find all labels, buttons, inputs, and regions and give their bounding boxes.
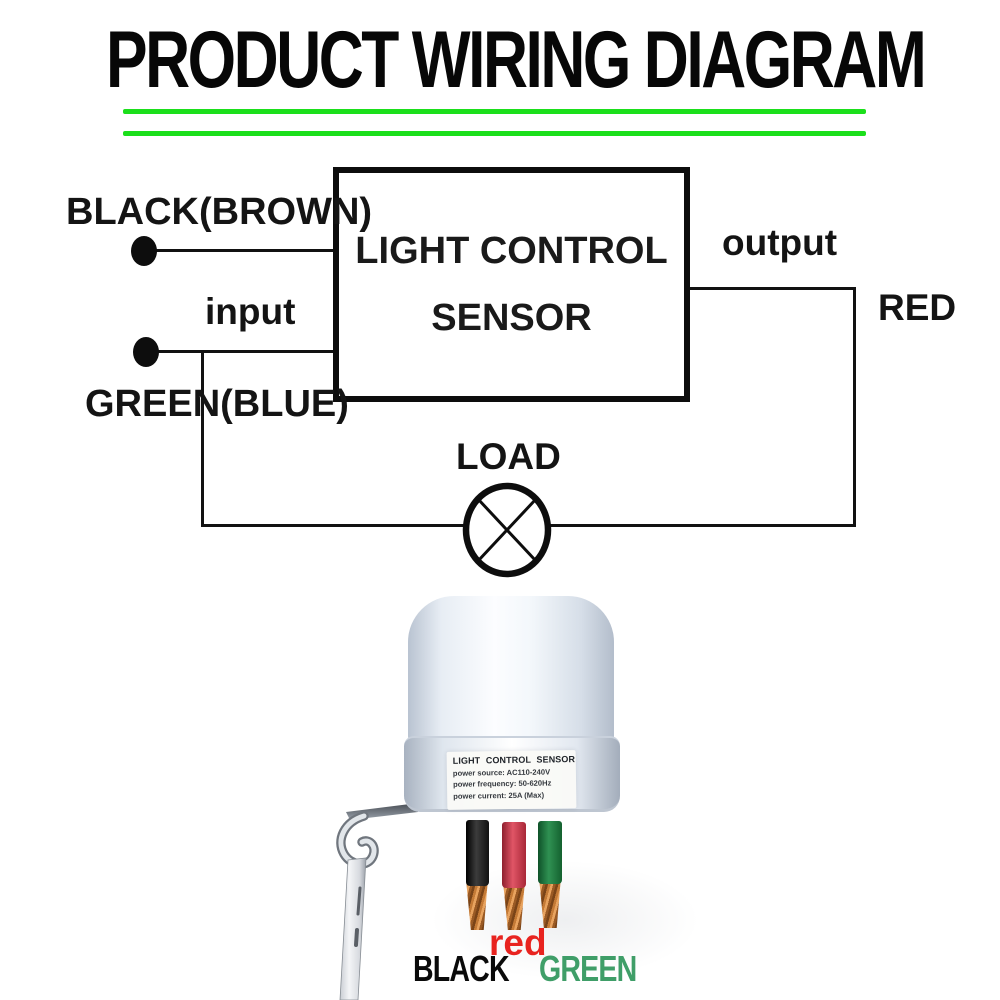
wire-load-left-vertical bbox=[201, 351, 204, 526]
mounting-bracket bbox=[336, 803, 418, 1000]
input-terminal-dot-black bbox=[131, 236, 157, 266]
label-black-brown: BLACK(BROWN) bbox=[66, 191, 373, 233]
device-wire-black bbox=[466, 820, 489, 886]
caption-green-wire: GREEN bbox=[539, 949, 655, 990]
input-terminal-dot-green bbox=[133, 337, 159, 367]
sensor-box-line1: LIGHT CONTROL bbox=[355, 229, 668, 272]
sensor-device-dome bbox=[408, 596, 614, 742]
device-spec-power-frequency: power frequency: 50-620Hz bbox=[452, 778, 552, 790]
copper-strands-red-wire bbox=[503, 885, 525, 930]
label-red-wire: RED bbox=[878, 287, 957, 328]
wire-output-horizontal bbox=[690, 287, 856, 290]
wire-output-vertical bbox=[853, 289, 856, 527]
device-spec-label: LIGHT CONTROL SENSOR power source: AC110… bbox=[446, 750, 577, 810]
caption-green-text: GREEN bbox=[539, 949, 637, 990]
label-output: output bbox=[722, 222, 838, 263]
caption-black-wire: BLACK bbox=[413, 949, 527, 990]
page-title: PRODUCT WIRING DIAGRAM bbox=[106, 15, 927, 106]
wire-load-left-horizontal bbox=[201, 524, 466, 527]
divider-line-top bbox=[123, 109, 866, 114]
device-spec-power-source: power source: AC110-240V bbox=[452, 767, 551, 778]
device-label-title: LIGHT CONTROL SENSOR bbox=[452, 754, 576, 766]
wire-load-right-horizontal bbox=[549, 524, 856, 527]
device-wire-green bbox=[538, 821, 562, 884]
wire-input-bottom bbox=[152, 350, 334, 353]
divider-line-bottom bbox=[123, 131, 866, 136]
device-spec-power-current: power current: 25A (Max) bbox=[453, 790, 545, 801]
label-green-blue: GREEN(BLUE) bbox=[85, 383, 349, 425]
label-input: input bbox=[205, 291, 296, 332]
sensor-schematic-box: LIGHT CONTROL SENSOR bbox=[333, 167, 690, 402]
device-wire-red bbox=[502, 822, 526, 888]
copper-strands-black-wire bbox=[466, 883, 488, 930]
copper-strands-green-wire bbox=[539, 881, 561, 928]
sensor-box-line2: SENSOR bbox=[431, 296, 592, 339]
lamp-load-icon bbox=[462, 482, 552, 578]
caption-black-text: BLACK bbox=[413, 949, 510, 990]
caption-red-wire: red bbox=[489, 922, 547, 963]
wire-input-top bbox=[150, 249, 334, 252]
label-load: LOAD bbox=[456, 436, 561, 477]
